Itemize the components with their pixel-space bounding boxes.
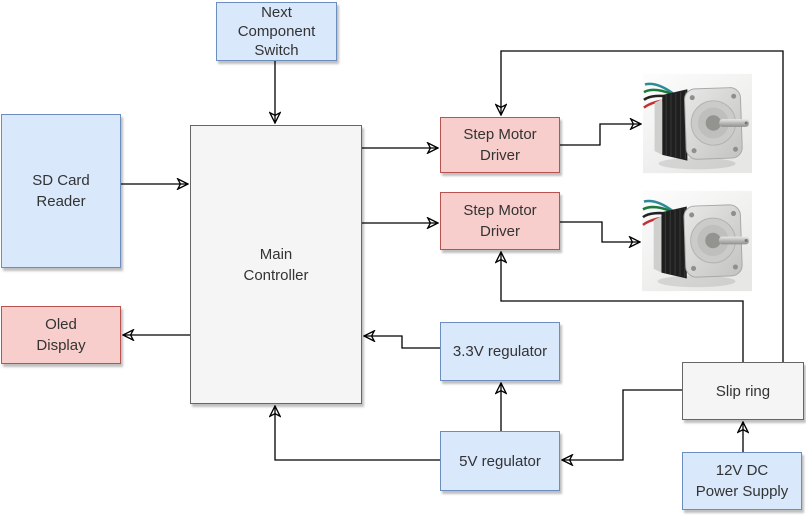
- stepper-motor-icon: [642, 190, 752, 292]
- node-main-controller: Main Controller: [190, 125, 362, 404]
- stepper-motor-icon: [643, 73, 752, 174]
- node-label: Reader: [36, 193, 86, 210]
- node-sd-card-reader: SD Card Reader: [1, 114, 121, 268]
- connector-driver1-to-motor1: [560, 124, 641, 146]
- connector-33vreg-to-controller: [364, 336, 440, 349]
- node-label: Slip ring: [715, 382, 771, 400]
- node-label: Main: [259, 245, 293, 263]
- node-label: Step Motor: [463, 202, 537, 219]
- node-step-motor-driver-2: Step Motor Driver: [440, 192, 560, 250]
- node-next-component-switch: Next Component Switch: [216, 2, 337, 61]
- node-label: 5V regulator: [459, 452, 541, 470]
- node-label: 3.3V regulator: [452, 343, 548, 360]
- node-label: Component: [237, 23, 316, 40]
- stepper-motor-image: [643, 72, 752, 175]
- connector-driver2-to-motor2: [560, 221, 640, 242]
- node-slip-ring: Slip ring: [682, 362, 804, 420]
- node-oled-display: Oled Display: [1, 306, 121, 364]
- node-label: 12V DC: [715, 462, 769, 479]
- connector-5vreg-to-controller: [275, 406, 440, 461]
- node-step-motor-driver-1: Step Motor Driver: [440, 117, 560, 173]
- node-label: Switch: [254, 42, 299, 59]
- stepper-motor-image: [642, 190, 752, 292]
- node-label: Driver: [480, 223, 520, 240]
- node-label: Step Motor: [463, 126, 537, 143]
- node-label: Power Supply: [695, 483, 789, 500]
- node-label: Next: [261, 4, 292, 21]
- node-label: Controller: [243, 266, 309, 284]
- node-label: Oled: [45, 316, 77, 333]
- node-12v-power-supply: 12V DC Power Supply: [682, 452, 802, 510]
- node-label: Driver: [480, 147, 520, 164]
- node-3v3-regulator: 3.3V regulator: [440, 322, 560, 381]
- node-5v-regulator: 5V regulator: [440, 431, 560, 491]
- node-label: SD Card: [32, 172, 90, 189]
- connector-slipring-to-5vreg: [562, 389, 682, 460]
- node-label: Display: [36, 337, 86, 354]
